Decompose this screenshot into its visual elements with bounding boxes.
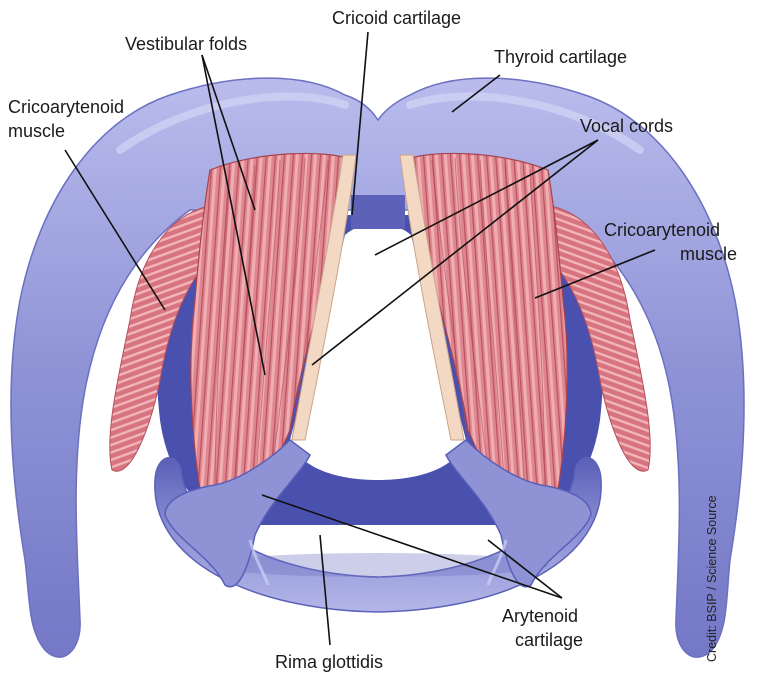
label-vestibular-folds: Vestibular folds: [125, 34, 247, 54]
label-cricoarytenoid-left-1: Cricoarytenoid: [8, 97, 124, 117]
label-cricoarytenoid-right-2: muscle: [680, 244, 737, 264]
label-arytenoid-2: cartilage: [515, 630, 583, 650]
label-cricoid-cartilage: Cricoid cartilage: [332, 8, 461, 28]
image-credit: Credit: BSIP / Science Source: [705, 495, 719, 662]
label-rima-glottidis: Rima glottidis: [275, 652, 383, 672]
label-vocal-cords: Vocal cords: [580, 116, 673, 136]
label-thyroid-cartilage: Thyroid cartilage: [494, 47, 627, 67]
label-arytenoid-1: Arytenoid: [502, 606, 578, 626]
label-cricoarytenoid-left-2: muscle: [8, 121, 65, 141]
cricoid-top-notch: [351, 195, 405, 229]
label-cricoarytenoid-right-1: Cricoarytenoid: [604, 220, 720, 240]
